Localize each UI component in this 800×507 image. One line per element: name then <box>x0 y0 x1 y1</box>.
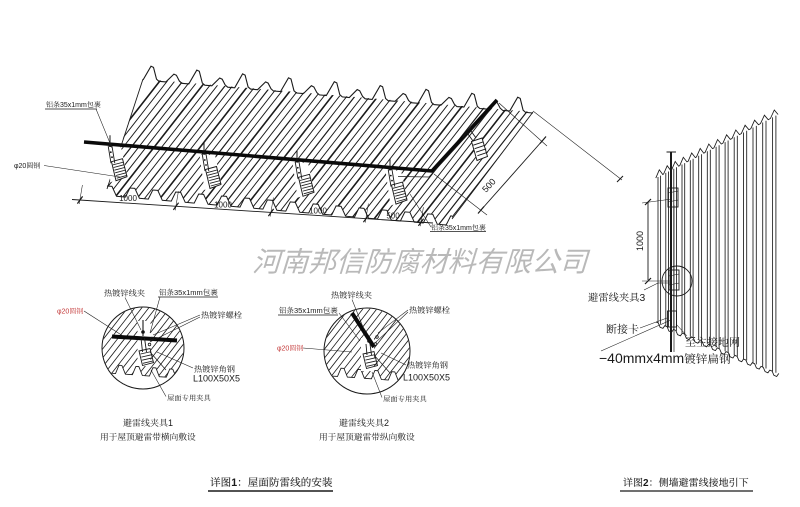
svg-text:2: 2 <box>384 418 389 428</box>
svg-text:35x1mm: 35x1mm <box>174 288 203 297</box>
svg-text:500: 500 <box>386 211 400 220</box>
svg-text:−40mmx4mm: −40mmx4mm <box>599 350 684 366</box>
svg-text:L100X50X5: L100X50X5 <box>403 373 450 383</box>
svg-text:35x1mm: 35x1mm <box>294 306 323 315</box>
svg-text:φ20: φ20 <box>14 163 26 170</box>
svg-text:2: 2 <box>643 478 649 489</box>
svg-text:1: 1 <box>231 477 237 489</box>
svg-text:3: 3 <box>640 293 646 304</box>
svg-text:1000: 1000 <box>214 200 232 209</box>
svg-text:L100X50X5: L100X50X5 <box>193 374 240 384</box>
svg-text:φ20: φ20 <box>277 346 289 353</box>
svg-text:1: 1 <box>168 418 173 428</box>
svg-text:35x1mm: 35x1mm <box>445 225 472 232</box>
svg-text:1000: 1000 <box>309 207 327 216</box>
svg-text:1000: 1000 <box>119 194 137 203</box>
svg-text:1000: 1000 <box>635 231 645 251</box>
svg-text:φ20: φ20 <box>57 309 69 316</box>
svg-text:35x1mm: 35x1mm <box>60 102 87 109</box>
